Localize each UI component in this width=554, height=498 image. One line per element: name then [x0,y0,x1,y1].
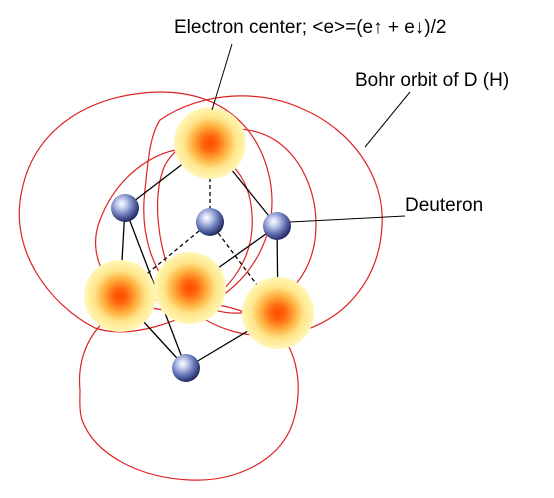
callout-bohr-orbit [364,91,411,148]
deuteron-center [196,208,224,236]
deuterons [111,194,291,240]
label-deuteron: Deuteron [405,195,483,216]
electron-center-right [242,277,314,349]
callout-deuteron [289,215,406,223]
bond-center-to-left-electron [119,221,211,297]
deuteron-right [263,212,291,240]
callouts [211,43,411,223]
electron-center-middle [154,252,226,324]
electron-centers [84,107,314,349]
orbit-top-right [143,95,383,337]
label-bohr-orbit: Bohr orbit of D (H) [355,70,509,91]
callout-electron-center [211,43,233,111]
electron-center-left [84,260,156,332]
electron-center-top [174,107,246,179]
label-electron-center: Electron center; <e>=(e↑ + e↓)/2 [174,17,447,38]
deuteron-left [111,194,139,222]
deuteron-bottom [172,354,200,382]
